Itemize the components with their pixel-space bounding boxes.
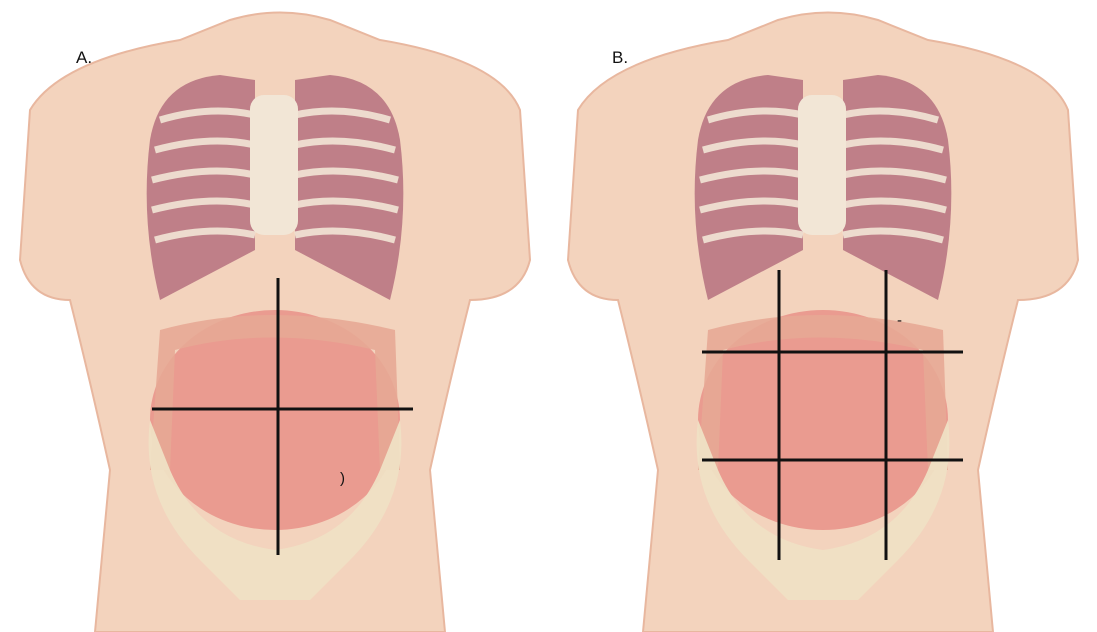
stray-mark: - xyxy=(897,312,902,329)
torso-illustration-b xyxy=(548,0,1088,632)
torso-illustration-a xyxy=(0,0,540,632)
panel-label: B. xyxy=(612,48,628,68)
panel-a: A. ) xyxy=(0,0,540,632)
sternum xyxy=(798,95,846,235)
panel-b: B. - xyxy=(548,0,1088,632)
panel-label: A. xyxy=(76,48,92,68)
sternum xyxy=(250,95,298,235)
stray-mark: ) xyxy=(340,470,345,487)
